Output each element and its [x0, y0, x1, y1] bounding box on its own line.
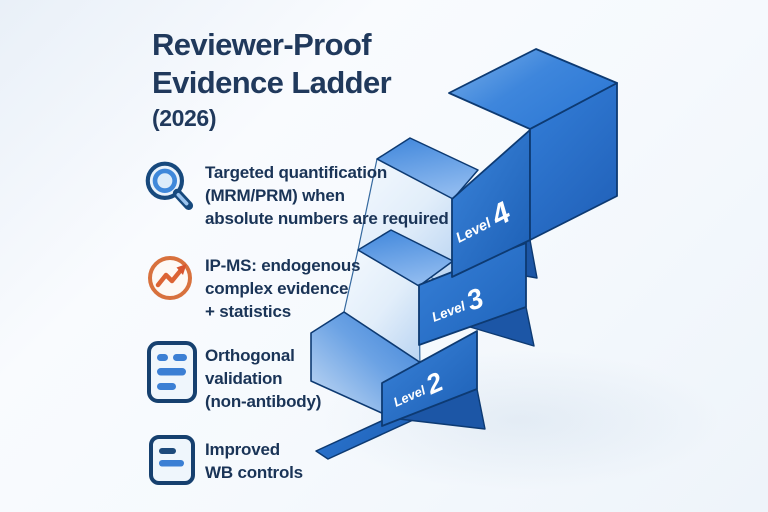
item-3-line2: validation	[205, 369, 283, 388]
item-4-text: Improved WB controls	[205, 438, 303, 484]
item-1-text: Targeted quantification (MRM/PRM) when a…	[205, 161, 449, 230]
item-2-line1: IP-MS: endogenous	[205, 256, 361, 275]
page-title-line1: Reviewer-Proof	[152, 27, 372, 62]
step-2-riser-face	[381, 330, 478, 427]
step-4-slab-top	[376, 137, 479, 200]
item-3-line3: (non-antibody)	[205, 392, 322, 411]
item-4-line1: Improved	[205, 440, 280, 459]
title-block: Reviewer-Proof Evidence Ladder (2026)	[152, 26, 392, 132]
list-item-ip-ms	[144, 252, 196, 304]
step-4-top-face	[448, 48, 618, 130]
item-3-text: Orthogonal validation (non-antibody)	[205, 344, 321, 413]
list-item-orthogonal-validation	[146, 340, 198, 404]
checklist-document-icon	[147, 341, 197, 403]
item-1-line1: Targeted quantification	[205, 163, 388, 182]
list-item-wb-controls	[148, 434, 196, 486]
item-1-line3: absolute numbers are required	[205, 209, 449, 228]
item-3-line1: Orthogonal	[205, 346, 295, 365]
document-icon	[149, 435, 195, 485]
item-1-line2: (MRM/PRM) when	[205, 186, 345, 205]
item-2-line2: complex evidence	[205, 279, 349, 298]
item-4-line2: WB controls	[205, 463, 303, 482]
page-title-line2: Evidence Ladder	[152, 65, 392, 100]
page-title-year: (2026)	[152, 105, 217, 131]
item-2-text: IP-MS: endogenous complex evidence + sta…	[205, 254, 360, 323]
trend-up-icon	[148, 256, 192, 300]
item-2-line3: + statistics	[205, 302, 291, 321]
list-item-targeted-quantification	[140, 158, 198, 216]
magnifier-icon	[145, 161, 194, 211]
